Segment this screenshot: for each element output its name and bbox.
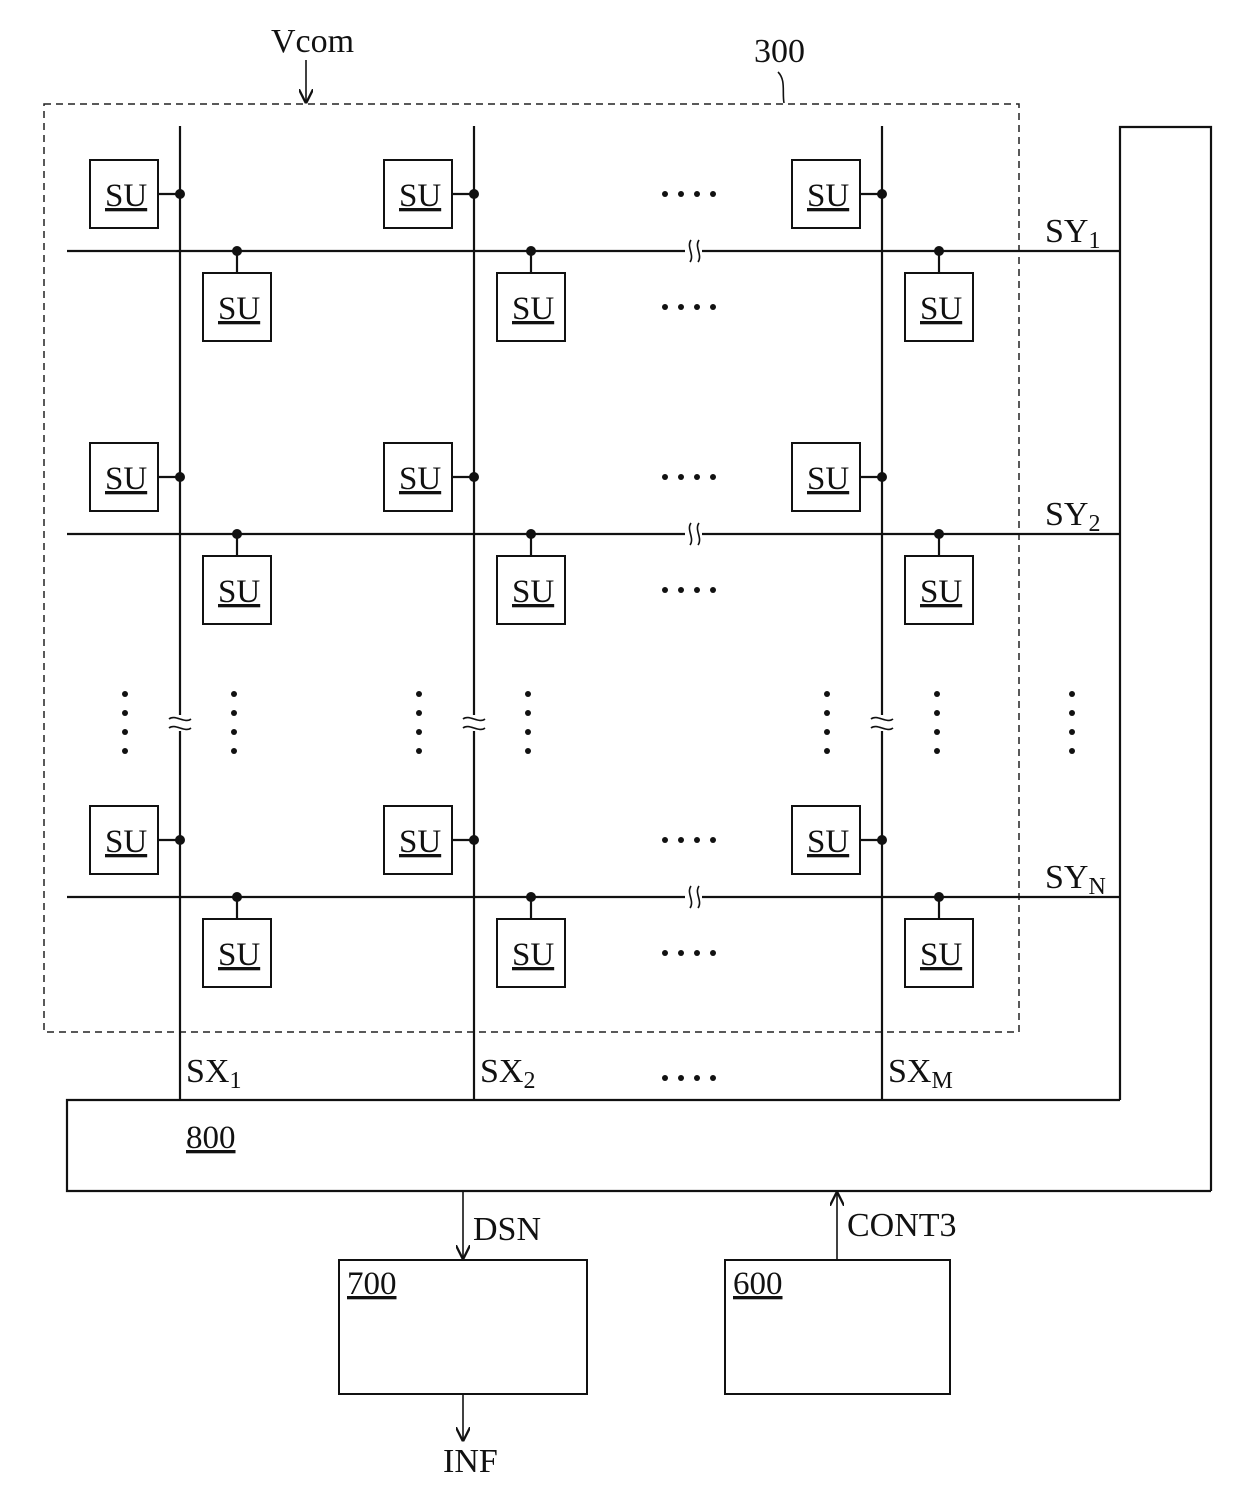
sensing-unit-label: SU: [807, 824, 849, 860]
vcom-label: Vcom: [271, 23, 354, 60]
sensing-unit-label: SU: [399, 178, 441, 214]
sensing-unit-label: SU: [512, 574, 554, 610]
block-700-label: 700: [347, 1266, 397, 1302]
panel-300-label: 300: [754, 33, 805, 70]
row-break-sy1: [689, 240, 699, 262]
block-600-label: 600: [733, 1266, 783, 1302]
sensing-unit-label: SU: [105, 461, 147, 497]
row-break-sy2: [689, 523, 699, 545]
horizontal-ellipsis-set: [662, 191, 716, 1081]
sensing-unit-label: SU: [218, 574, 260, 610]
sensing-unit-label: SU: [512, 937, 554, 973]
block-800-label: 800: [186, 1120, 236, 1156]
column-break-sx1: [169, 718, 191, 730]
sensing-unit-label: SU: [920, 574, 962, 610]
sensing-unit-label: SU: [920, 291, 962, 327]
row-label-sy1: SY1: [1045, 213, 1100, 254]
column-label-sx1: SX1: [186, 1053, 241, 1094]
control-bus-outer: [1120, 127, 1211, 1191]
vertical-ellipsis-set: [122, 691, 1075, 754]
inf-label: INF: [443, 1443, 498, 1480]
dsn-label: DSN: [473, 1211, 541, 1248]
column-break-sx2: [463, 718, 485, 730]
column-label-sxm: SXM: [888, 1053, 953, 1094]
block-800-outline: [67, 1100, 1211, 1191]
cont3-label: CONT3: [847, 1207, 957, 1244]
sensing-unit-label: SU: [512, 291, 554, 327]
sensing-unit-label: SU: [399, 461, 441, 497]
sensing-unit-label: SU: [105, 178, 147, 214]
column-label-sx2: SX2: [480, 1053, 535, 1094]
row-break-syn: [689, 886, 699, 908]
panel-300-leader: [778, 72, 784, 103]
sensing-unit-label: SU: [807, 461, 849, 497]
column-break-sxm: [871, 718, 893, 730]
row-label-sy2: SY2: [1045, 496, 1100, 537]
row-label-syn: SYN: [1045, 859, 1106, 900]
sensing-unit-label: SU: [218, 291, 260, 327]
sensing-unit-label: SU: [807, 178, 849, 214]
sensing-unit-label: SU: [218, 937, 260, 973]
sensing-unit-label: SU: [105, 824, 147, 860]
sensing-unit-label: SU: [399, 824, 441, 860]
sensing-unit-label: SU: [920, 937, 962, 973]
